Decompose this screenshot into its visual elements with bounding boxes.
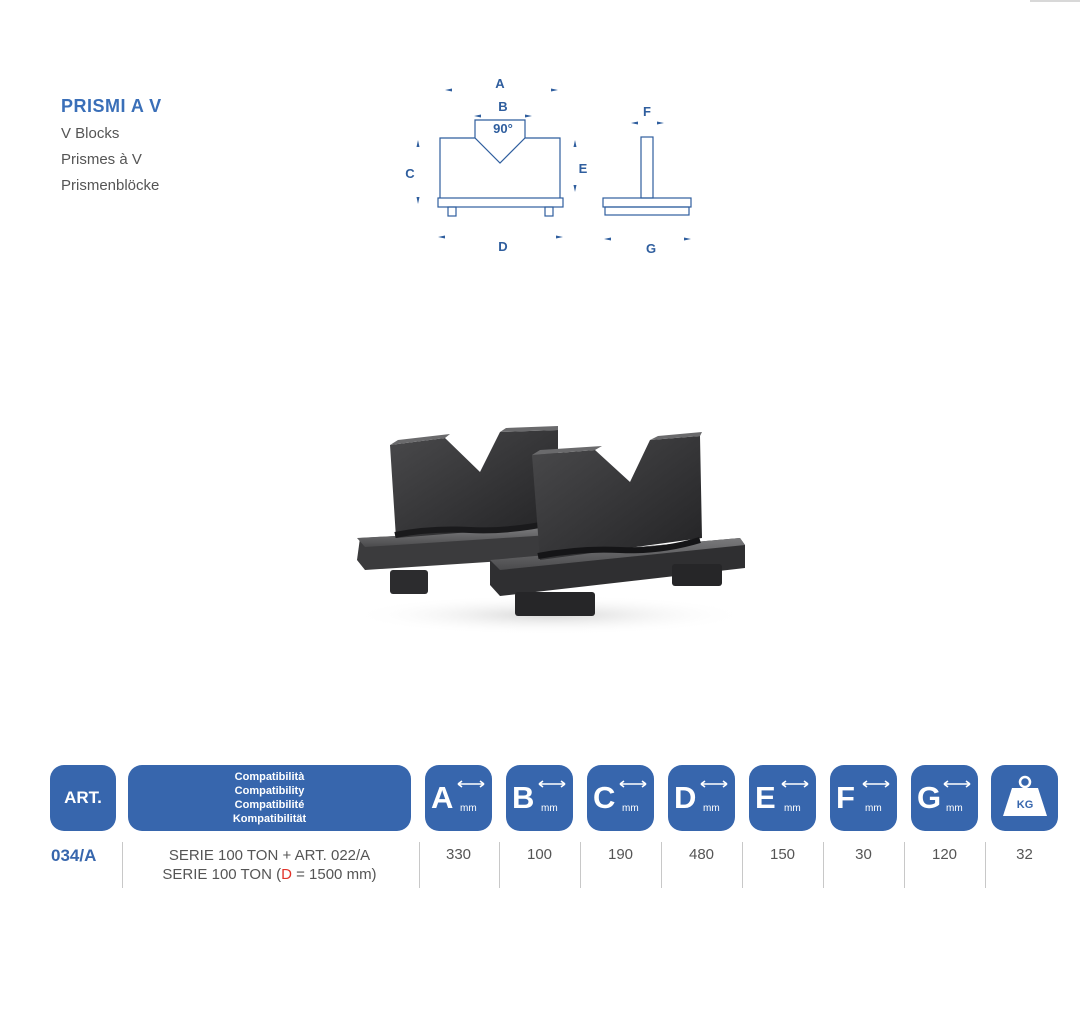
dim-unit: mm <box>622 803 639 814</box>
double-arrow-icon <box>457 780 485 788</box>
dim-unit: mm <box>703 803 720 814</box>
title-german: Prismenblöcke <box>61 177 160 194</box>
header-compatibility: Compatibilità Compatibility Compatibilit… <box>128 765 411 831</box>
header-weight: KG <box>991 765 1058 831</box>
dim-letter: G <box>917 780 942 815</box>
dim-unit: mm <box>784 803 801 814</box>
dim-letter: A <box>431 780 454 815</box>
compat-line-1: SERIE 100 TON + ART. 022/A <box>168 847 371 864</box>
double-arrow-icon <box>619 780 647 788</box>
column-divider <box>419 842 420 888</box>
compat-line-2-highlight: D <box>281 866 292 883</box>
dim-unit: mm <box>460 803 477 814</box>
header-dim-C: C mm <box>587 765 654 831</box>
label-C: C <box>405 166 415 181</box>
label-E: E <box>579 161 588 176</box>
header-dim-A: A mm <box>425 765 492 831</box>
label-F: F <box>643 104 651 119</box>
top-rule <box>1030 0 1080 2</box>
column-divider <box>580 842 581 888</box>
value-D: 480 <box>688 846 715 863</box>
header-dim-G: G mm <box>911 765 978 831</box>
header-dim-B: B mm <box>506 765 573 831</box>
dim-unit: mm <box>946 803 963 814</box>
label-D: D <box>498 239 507 254</box>
dim-letter: B <box>512 780 535 815</box>
column-divider <box>823 842 824 888</box>
compat-label-it: Compatibilità <box>234 771 305 783</box>
dim-letter: C <box>593 780 616 815</box>
dim-unit: mm <box>541 803 558 814</box>
double-arrow-icon <box>781 780 809 788</box>
column-divider <box>985 842 986 888</box>
header-dim-D: D mm <box>668 765 735 831</box>
double-arrow-icon <box>700 780 728 788</box>
value-weight: 32 <box>1016 846 1033 863</box>
compat-label-en: Compatibility <box>234 785 305 797</box>
header-dim-F: F mm <box>830 765 897 831</box>
header-art: ART. <box>50 765 116 831</box>
side-view-diagram: F G <box>602 104 692 256</box>
column-divider <box>742 842 743 888</box>
column-divider <box>904 842 905 888</box>
double-arrow-icon <box>943 780 971 788</box>
header-art-label: ART. <box>64 788 102 807</box>
dim-letter: E <box>755 780 776 815</box>
value-B: 100 <box>526 846 553 863</box>
column-divider <box>661 842 662 888</box>
label-angle: 90° <box>493 121 513 136</box>
column-divider <box>499 842 500 888</box>
label-G: G <box>646 241 656 256</box>
front-view-diagram: A B 90° C E D <box>405 76 588 254</box>
value-F: 30 <box>855 846 872 863</box>
value-C: 190 <box>607 846 634 863</box>
label-B: B <box>498 99 507 114</box>
compatibility-cell: SERIE 100 TON + ART. 022/A SERIE 100 TON… <box>128 846 411 884</box>
label-A: A <box>495 76 505 91</box>
v-block-product-photo <box>350 426 750 635</box>
value-G: 120 <box>931 846 958 863</box>
column-divider <box>122 842 123 888</box>
compat-line-2-post: = 1500 mm) <box>291 866 377 883</box>
weight-icon: KG <box>1003 775 1047 816</box>
weight-label: KG <box>1017 799 1034 811</box>
header-dim-E: E mm <box>749 765 816 831</box>
value-E: 150 <box>769 846 796 863</box>
title-french: Prismes à V <box>61 151 142 168</box>
dim-letter: F <box>836 780 855 815</box>
dim-unit: mm <box>865 803 882 814</box>
compat-label-de: Kompatibilität <box>232 813 307 825</box>
compat-label-fr: Compatibilité <box>234 799 305 811</box>
page-title: PRISMI A V <box>61 96 162 116</box>
compat-line-2-pre: SERIE 100 TON ( <box>162 866 282 883</box>
title-english: V Blocks <box>61 125 120 142</box>
double-arrow-icon <box>538 780 566 788</box>
compat-line-2: SERIE 100 TON (D = 1500 mm) <box>128 865 411 884</box>
dim-letter: D <box>674 780 697 815</box>
value-A: 330 <box>445 846 472 863</box>
article-code: 034/A <box>51 846 97 865</box>
double-arrow-icon <box>862 780 890 788</box>
